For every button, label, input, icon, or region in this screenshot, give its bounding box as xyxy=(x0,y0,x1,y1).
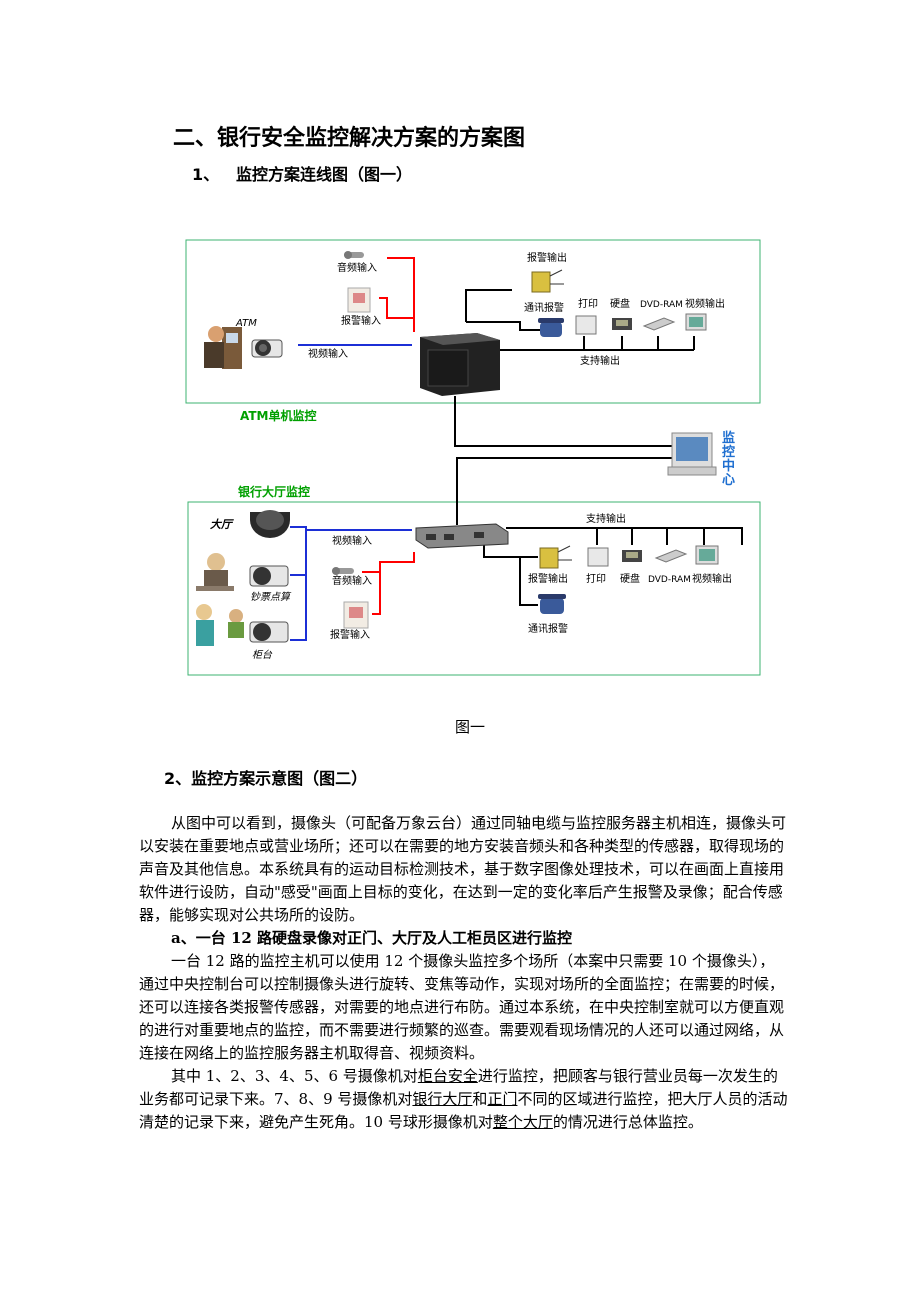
p3-underline-2: 银行大厅 xyxy=(412,1090,473,1108)
p3-text-d: 不同的区域进行监控，把大厅人员的活动清楚的记录下来，避免产生死角。10 号球形摄… xyxy=(139,1090,788,1131)
atm-print-label: 打印 xyxy=(578,297,598,310)
hall-microphone-icon xyxy=(332,567,354,575)
paragraph-3: 其中 1、2、3、4、5、6 号摄像机对柜台安全进行监控，把顾客与银行营业员每一… xyxy=(139,1065,789,1134)
body-text: 从图中可以看到，摄像头（可配备万象云台）通过同轴电缆与监控服务器主机相连，摄像头… xyxy=(139,812,789,1134)
section1-heading: 1、监控方案连线图（图一） xyxy=(192,161,412,185)
p3-underline-4: 整个大厅 xyxy=(492,1113,553,1131)
hall-hdd-icon xyxy=(622,550,642,562)
atm-alarm-in-label: 报警输入 xyxy=(341,314,381,327)
counter-persons-icon xyxy=(196,604,244,646)
atm-microphone-icon xyxy=(344,251,364,259)
counting-person-icon xyxy=(196,553,234,591)
hall-alarm-output-icon xyxy=(539,545,572,569)
hall-phone-icon xyxy=(538,594,566,614)
atm-label: ATM xyxy=(235,318,257,329)
hall-dvr-icon xyxy=(415,523,509,549)
section1-number: 1、 xyxy=(192,165,220,184)
center-label-3: 中 xyxy=(722,458,735,474)
hall-printer-icon xyxy=(587,547,609,567)
hall-camera-3-icon xyxy=(249,621,289,643)
atm-comm-alarm-label: 通讯报警 xyxy=(524,301,564,314)
atm-hdd-icon xyxy=(612,318,632,330)
center-label-2: 控 xyxy=(722,444,735,460)
monitoring-diagram: ATM 视频输入 音频输入 报警输入 报警输出 通讯报警 打印 硬盘 DVD-R… xyxy=(185,239,761,676)
hall-dvd-icon xyxy=(654,549,688,563)
hall-audio-line xyxy=(362,552,415,573)
atm-dvd-icon xyxy=(642,317,676,331)
hall-alarm-line xyxy=(372,562,381,615)
atm-printer-icon xyxy=(575,315,597,335)
hall-support-out-label: 支持输出 xyxy=(586,512,626,525)
hall-dome-camera-icon xyxy=(250,510,290,538)
atm-monitor-icon xyxy=(685,313,707,331)
atm-dvr-icon xyxy=(420,333,500,396)
p3-text-e: 的情况进行总体监控。 xyxy=(552,1113,703,1131)
counter-label: 柜台 xyxy=(252,649,273,661)
hall-hdd-label: 硬盘 xyxy=(620,572,640,585)
atm-section-title: ATM单机监控 xyxy=(240,408,316,423)
atm-audio-in-label: 音频输入 xyxy=(337,261,377,274)
figure-caption: 图一 xyxy=(455,718,486,736)
page-heading: 二、银行安全监控解决方案的方案图 xyxy=(173,126,526,151)
atm-camera-icon xyxy=(251,339,283,358)
atm-frame xyxy=(185,239,761,404)
atm-alarm-line xyxy=(379,297,414,319)
counting-label: 钞票点算 xyxy=(250,591,292,603)
hall-frame xyxy=(187,501,761,676)
paragraph-2: 一台 12 路的监控主机可以使用 12 个摄像头监控多个场所（本案中只需要 10… xyxy=(139,952,785,1062)
subheading-a: a、一台 12 路硬盘录像对正门、大厅及人工柜员区进行监控 xyxy=(171,929,573,947)
p3-underline-3: 正门 xyxy=(487,1090,518,1108)
paragraph-1: 从图中可以看到，摄像头（可配备万象云台）通过同轴电缆与监控服务器主机相连，摄像头… xyxy=(139,814,787,924)
atm-alarm-out-label: 报警输出 xyxy=(527,251,567,264)
p3-text-a: 其中 1、2、3、4、5、6 号摄像机对 xyxy=(171,1067,418,1085)
p3-underline-1: 柜台安全 xyxy=(417,1067,478,1085)
hall-monitor-icon xyxy=(695,545,719,565)
atm-support-out-label: 支持输出 xyxy=(580,354,620,367)
section1-title: 监控方案连线图（图一） xyxy=(236,165,413,184)
hall-camera-2-icon xyxy=(249,565,289,587)
center-label-1: 监 xyxy=(722,430,735,446)
p3-text-b: 进行监控，把顾客与银行营业员每一次发生的业务都可记录下来。7、8、9 号摄像机对 xyxy=(139,1067,778,1108)
hall-alarm-sensor-icon xyxy=(343,601,369,629)
atm-alarm-output-icon xyxy=(531,269,564,293)
hall-print-label: 打印 xyxy=(586,572,606,585)
hall-alarm-in-label: 报警输入 xyxy=(330,628,370,641)
atm-hdd-label: 硬盘 xyxy=(610,297,630,310)
section2-heading: 2、监控方案示意图（图二） xyxy=(164,769,368,788)
hall-video-in-label: 视频输入 xyxy=(332,534,372,547)
hall-comm-alarm-label: 通讯报警 xyxy=(528,622,568,635)
hall-support-out-line xyxy=(506,527,743,545)
hall-section-title: 银行大厅监控 xyxy=(238,484,310,499)
monitor-center-icon xyxy=(667,432,717,476)
atm-phone-icon xyxy=(538,318,564,337)
atm-video-out-label: 视频输出 xyxy=(685,297,725,310)
hall-audio-in-label: 音频输入 xyxy=(332,574,372,587)
atm-person-icon xyxy=(204,326,242,369)
atm-dvdram-label: DVD-RAM xyxy=(640,300,683,310)
atm-alarm-sensor-icon xyxy=(347,287,371,313)
center-label-4: 心 xyxy=(722,473,735,488)
hall-alarm-out-label: 报警输出 xyxy=(528,572,568,585)
hall-video-out-label: 视频输出 xyxy=(692,572,732,585)
atm-alarm-out-line xyxy=(465,289,512,322)
atm-video-in-label: 视频输入 xyxy=(308,347,348,360)
p3-text-c: 和 xyxy=(472,1090,488,1108)
lobby-label: 大厅 xyxy=(210,518,234,531)
atm-audio-line xyxy=(387,257,415,332)
hall-dvdram-label: DVD-RAM xyxy=(648,575,691,585)
